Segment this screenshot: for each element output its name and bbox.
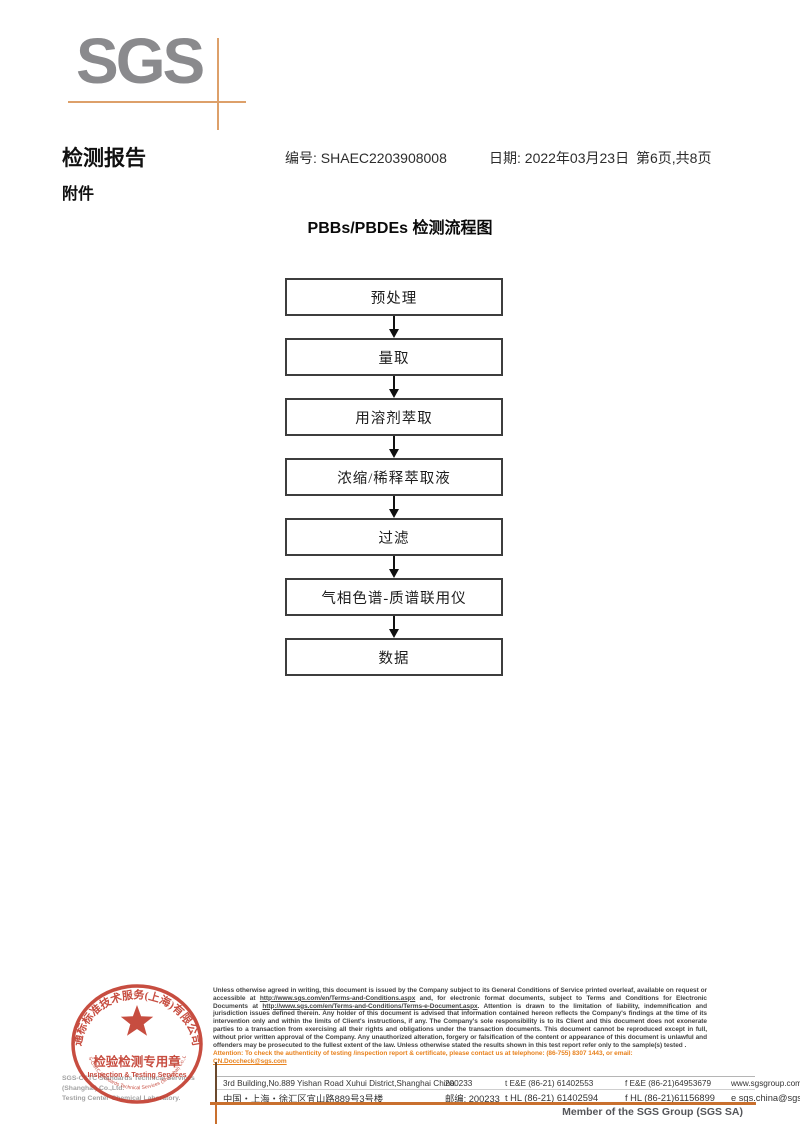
phone-ee: t E&E (86-21) 61402553 [505,1078,594,1088]
terms-e-document-link[interactable]: http://www.sgs.com/en/Terms-and-Conditio… [262,1002,478,1010]
terms-link[interactable]: http://www.sgs.com/en/Terms-and-Conditio… [259,994,416,1002]
legal-text-part2: and, for electronic format documents, su… [213,994,707,1010]
legal-disclaimer: Unless otherwise agreed in writing, this… [213,987,707,1066]
legal-text-part3: . Attention is drawn to the limitation o… [213,1002,708,1049]
attachment-label: 附件 [62,186,95,203]
attention-text: Attention: To check the authenticity of … [213,1050,633,1058]
fax-ee: f E&E (86-21)64953679 [625,1078,712,1088]
sgs-logo-text: SGS [76,25,205,97]
arrow-down-icon [285,376,503,398]
phone-hl: t HL (86-21) 61402594 [505,1093,599,1103]
address-divider-line [215,1062,217,1104]
address-chinese: 中国・上海・徐汇区宜山路889号3号楼 [223,1094,384,1104]
flow-step-data: 数据 [285,638,503,676]
arrow-down-icon [285,496,503,518]
report-date: 日期: 2022年03月23日 [489,150,630,166]
arrow-down-icon [285,556,503,578]
address-block: 3rd Building,No.889 Yishan Road Xuhui Di… [217,1076,800,1104]
flow-step-filter: 过滤 [285,518,503,556]
website[interactable]: www.sgsgroup.com.cn [731,1078,800,1088]
laboratory-name-line2: Testing Center-Chemical Laboratory. [62,1094,181,1102]
logo-horizontal-line [68,101,246,103]
page-title: 检测报告 [62,146,146,170]
attention-notice: Attention: To check the authenticity of … [213,1050,707,1066]
address-english: 3rd Building,No.889 Yishan Road Xuhui Di… [223,1078,455,1088]
logo-vertical-line [217,38,219,130]
arrow-down-icon [285,436,503,458]
flowchart: 预处理 量取 用溶剂萃取 浓缩/稀释萃取液 过滤 气相色谱-质谱联用仪 数据 [285,278,503,676]
report-number: 编号: SHAEC2203908008 [285,150,447,166]
stamp-star-icon [120,1005,154,1036]
sgs-logo: SGS [0,0,320,140]
stamp-seal-title: 检验检测专用章 [93,1054,181,1069]
arrow-down-icon [285,316,503,338]
arrow-down-icon [285,616,503,638]
sgs-member-line: Member of the SGS Group (SGS SA) [562,1106,743,1118]
legal-text-part1: Unless otherwise agreed in writing, this… [213,987,707,1002]
address-row-english: 3rd Building,No.889 Yishan Road Xuhui Di… [217,1077,800,1090]
flowchart-title: PBBs/PBDEs 检测流程图 [307,220,493,237]
postcode-chinese: 邮编: 200233 [445,1094,500,1104]
address-row-chinese: 中国・上海・徐汇区宜山路889号3号楼 邮编: 200233 t HL (86-… [217,1090,800,1104]
company-email[interactable]: e sgs.china@sgs.com [731,1093,800,1103]
postcode-english: 200233 [445,1078,473,1088]
page-indicator: 第6页,共8页 [636,150,712,166]
flow-step-concentrate-dilute: 浓缩/稀释萃取液 [285,458,503,496]
footer-crosshair-line [215,1104,217,1124]
fax-hl: f HL (86-21)61156899 [625,1093,715,1103]
flow-step-solvent-extraction: 用溶剂萃取 [285,398,503,436]
flow-step-gcms: 气相色谱-质谱联用仪 [285,578,503,616]
doccheck-email-link[interactable]: CN.Doccheck@sgs.com [213,1058,287,1066]
flow-step-measure: 量取 [285,338,503,376]
inspection-stamp-seal: 通标标准技术服务(上海)有限公司 检验检测专用章 Inspection & Te… [62,980,203,1104]
flow-step-pretreatment: 预处理 [285,278,503,316]
footer-orange-rule [210,1102,756,1105]
stamp-seal-subtitle: Inspection & Testing Services [87,1072,186,1079]
